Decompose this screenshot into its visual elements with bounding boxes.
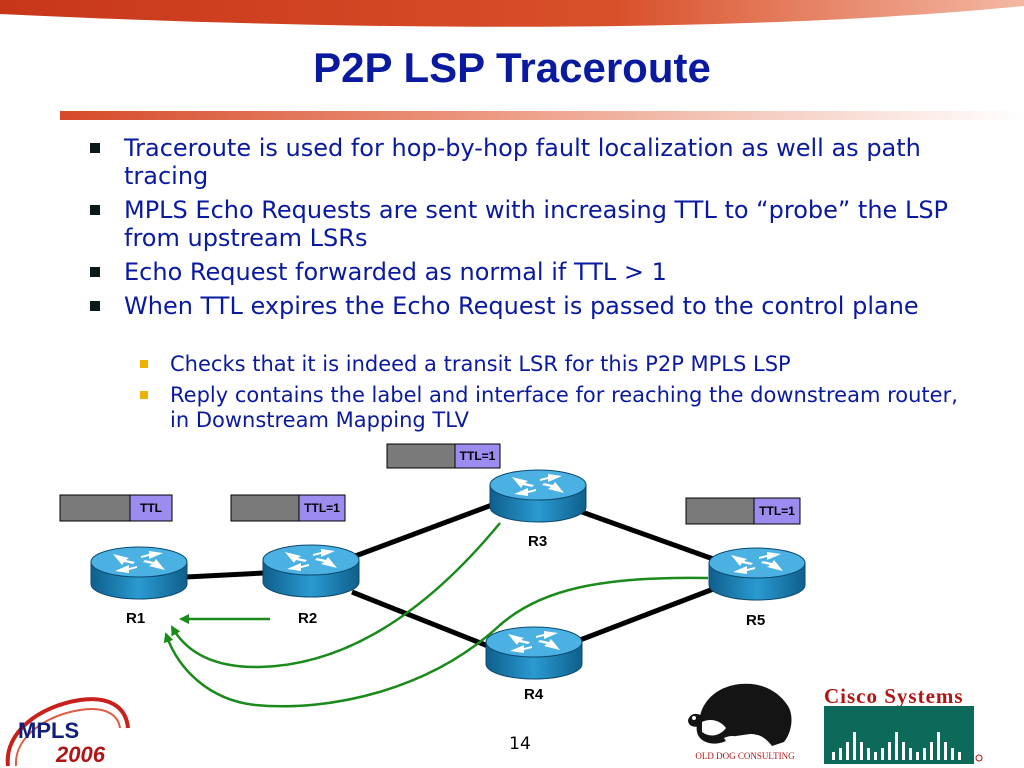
- title-underline: [60, 111, 1024, 120]
- sub-bullet-item: Checks that it is indeed a transit LSR f…: [140, 352, 970, 377]
- router-icon: [262, 544, 360, 598]
- cisco-systems-logo: [824, 706, 983, 764]
- link-r2-r4: [351, 589, 489, 649]
- packet-payload: [386, 443, 456, 469]
- bullet-item: MPLS Echo Requests are sent with increas…: [90, 196, 974, 252]
- packet-label: TTL=1: [459, 449, 496, 463]
- bullet-item: Echo Request forwarded as normal if TTL …: [90, 258, 974, 286]
- mpls-logo-year: 2006: [56, 742, 105, 767]
- mpls-2006-logo: [5, 697, 130, 767]
- packet-payload: [230, 494, 300, 522]
- router-label: R3: [528, 533, 548, 550]
- router-label: R2: [298, 610, 318, 627]
- packet-ttl-field: [454, 443, 501, 469]
- old-dog-consulting-text: OLD DOG CONSULTING: [695, 751, 795, 761]
- old-dog-consulting-logo: [688, 683, 792, 748]
- router-icon: [90, 546, 188, 600]
- link-r1-r2: [185, 570, 265, 580]
- router-label: R1: [126, 610, 146, 627]
- link-r3-r5: [581, 509, 717, 563]
- bullet-item: When TTL expires the Echo Request is pas…: [90, 292, 974, 320]
- reply-arrow-r5: [163, 576, 709, 708]
- header-swoosh: [0, 0, 1024, 27]
- packet-label: TTL: [140, 501, 162, 515]
- router-label: R4: [524, 686, 544, 703]
- slide-title: P2P LSP Traceroute: [313, 44, 711, 91]
- packet-ttl-field: [753, 497, 801, 525]
- router-icon: [489, 469, 587, 523]
- packet-payload: [59, 494, 131, 522]
- router-icon: [708, 547, 806, 601]
- packet-ttl-field: [298, 494, 346, 522]
- bullet-item: Traceroute is used for hop-by-hop fault …: [90, 134, 974, 190]
- mpls-logo-text: MPLS: [18, 718, 80, 743]
- router-label: R5: [746, 612, 766, 629]
- sub-bullet-item: Reply contains the label and interface f…: [140, 383, 970, 433]
- cisco-systems-text: Cisco Systems: [824, 684, 964, 708]
- packet-payload: [685, 497, 755, 525]
- packet-label: TTL=1: [759, 504, 795, 518]
- router-icon: [485, 626, 583, 680]
- link-r2-r3: [349, 502, 493, 561]
- packet-label: TTL=1: [304, 501, 340, 515]
- link-r4-r5: [579, 585, 717, 643]
- packet-ttl-field: [129, 494, 173, 522]
- reply-arrow-r3: [170, 522, 501, 669]
- page-number: 14: [509, 734, 531, 754]
